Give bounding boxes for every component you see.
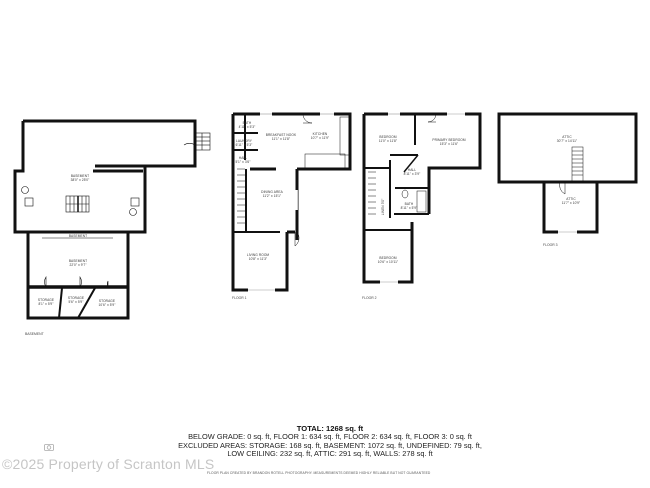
area-summary: TOTAL: 1268 sq. ft BELOW GRADE: 0 sq. ft… — [0, 424, 650, 459]
room-name: KITCHEN — [312, 132, 328, 136]
camera-icon — [44, 444, 54, 451]
room-dims: 10'6" x 5'9" — [98, 302, 116, 307]
room-dims: 6'11" x 5'3" — [235, 142, 253, 147]
room-name: BEDROOM — [379, 135, 397, 139]
room-dims: 22'0" x 9'7" — [69, 262, 87, 267]
room-name: BASEMENT — [68, 259, 88, 263]
room-name: STORAGE — [98, 299, 116, 303]
room-label-linen: LINEN 3'0" — [381, 198, 386, 216]
room-name: DINING AREA — [261, 190, 283, 194]
floor-label-floor-1: FLOOR 1 — [232, 296, 247, 300]
room-dims: 10'7" x 11'9" — [310, 135, 330, 140]
room-name: BATH — [242, 121, 252, 125]
room-name: STORAGE — [37, 298, 55, 302]
room-name: HALL — [407, 168, 417, 172]
room-dims: 4'11" x 5'3" — [238, 124, 256, 129]
room-dims: 10'6" x 10'11" — [377, 259, 399, 264]
room-label-basement-strip: BASEMENT — [68, 234, 88, 239]
room-name: STORAGE — [67, 296, 85, 300]
room-dims: 8'11" x 5'9" — [400, 205, 418, 210]
room-dims: 3'0" — [381, 198, 386, 205]
room-dims: 15'3" x 11'6" — [439, 141, 459, 146]
summary-line-floors: BELOW GRADE: 0 sq. ft, FLOOR 1: 634 sq. … — [188, 432, 472, 441]
summary-line-excluded: EXCLUDED AREAS: STORAGE: 168 sq. ft, BAS… — [178, 440, 482, 450]
room-name: PRIMARY BEDROOM — [432, 138, 466, 142]
room-dims: 5'6" x 5'9" — [68, 299, 84, 304]
room-name: LINEN — [381, 205, 386, 216]
room-dims: 5'1" x 3'6" — [235, 159, 251, 164]
total-area: TOTAL: 1268 sq. ft — [296, 424, 364, 433]
summary-line-low-ceiling: LOW CEILING: 232 sq. ft, ATTIC: 291 sq. … — [227, 449, 433, 459]
room-name: BREAKFAST NOOK — [265, 133, 297, 137]
room-dims: 10'8" x 11'3" — [248, 256, 268, 261]
room-name: ATTIC — [566, 197, 576, 201]
floor-3-plan — [497, 112, 638, 234]
basement-plan — [13, 119, 211, 320]
room-dims: 11'1" x 11'8" — [271, 136, 291, 141]
room-name: LAUNDRY — [236, 139, 252, 143]
floor-plan-credit: FLOOR PLAN CREATED BY BRANDON ROTELL PHO… — [207, 471, 431, 475]
floor-label-floor-2: FLOOR 2 — [362, 296, 377, 300]
room-dims: 8'1" x 5'9" — [38, 301, 54, 306]
room-name: ATTIC — [562, 135, 572, 139]
room-name: BASEMENT — [68, 234, 88, 238]
floor-label-basement: BASEMENT — [25, 332, 44, 336]
room-dims: 11'2" x 15'1" — [262, 193, 282, 198]
room-dims: 30'7" x 14'11" — [556, 138, 578, 143]
room-dims: 11'7" x 10'9" — [561, 200, 581, 205]
room-name: BATH — [404, 202, 414, 206]
room-dims: 11'0" x 11'8" — [378, 138, 398, 143]
room-dims: 8'11" x 3'9" — [403, 171, 421, 176]
floor-label-floor-3: FLOOR 3 — [543, 243, 558, 247]
room-name: BEDROOM — [379, 256, 397, 260]
room-name: BASEMENT — [70, 174, 90, 178]
room-name: HALL — [238, 156, 248, 160]
room-name: LIVING ROOM — [246, 253, 270, 257]
room-dims: 38'0" x 25'0" — [70, 177, 90, 182]
mls-watermark: ©2025 Property of Scranton MLS — [2, 456, 215, 472]
